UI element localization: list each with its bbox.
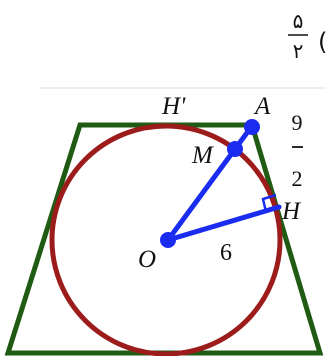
header-fraction-numerator: ۵ (293, 9, 304, 33)
label-H: H (281, 198, 302, 225)
side-fraction-numerator: 9 (292, 110, 303, 135)
header-fraction: ۵ ۲ ( (288, 9, 326, 63)
point-O (160, 232, 176, 248)
trapezoid (4, 122, 324, 356)
label-H-prime: H' (161, 93, 186, 120)
incircle (49, 123, 283, 356)
label-M: M (191, 142, 214, 169)
label-radius: 6 (220, 240, 232, 266)
side-fraction: 9 2 (292, 110, 303, 191)
header-fraction-denominator: ۲ (293, 39, 304, 63)
point-A (244, 119, 260, 135)
segment-OH (165, 204, 282, 243)
label-A: A (253, 93, 271, 120)
side-fraction-denominator: 2 (292, 166, 303, 191)
point-M (227, 141, 243, 157)
label-O: O (138, 246, 156, 273)
header-fraction-paren: ( (318, 28, 326, 56)
right-angle-marker (261, 193, 277, 213)
